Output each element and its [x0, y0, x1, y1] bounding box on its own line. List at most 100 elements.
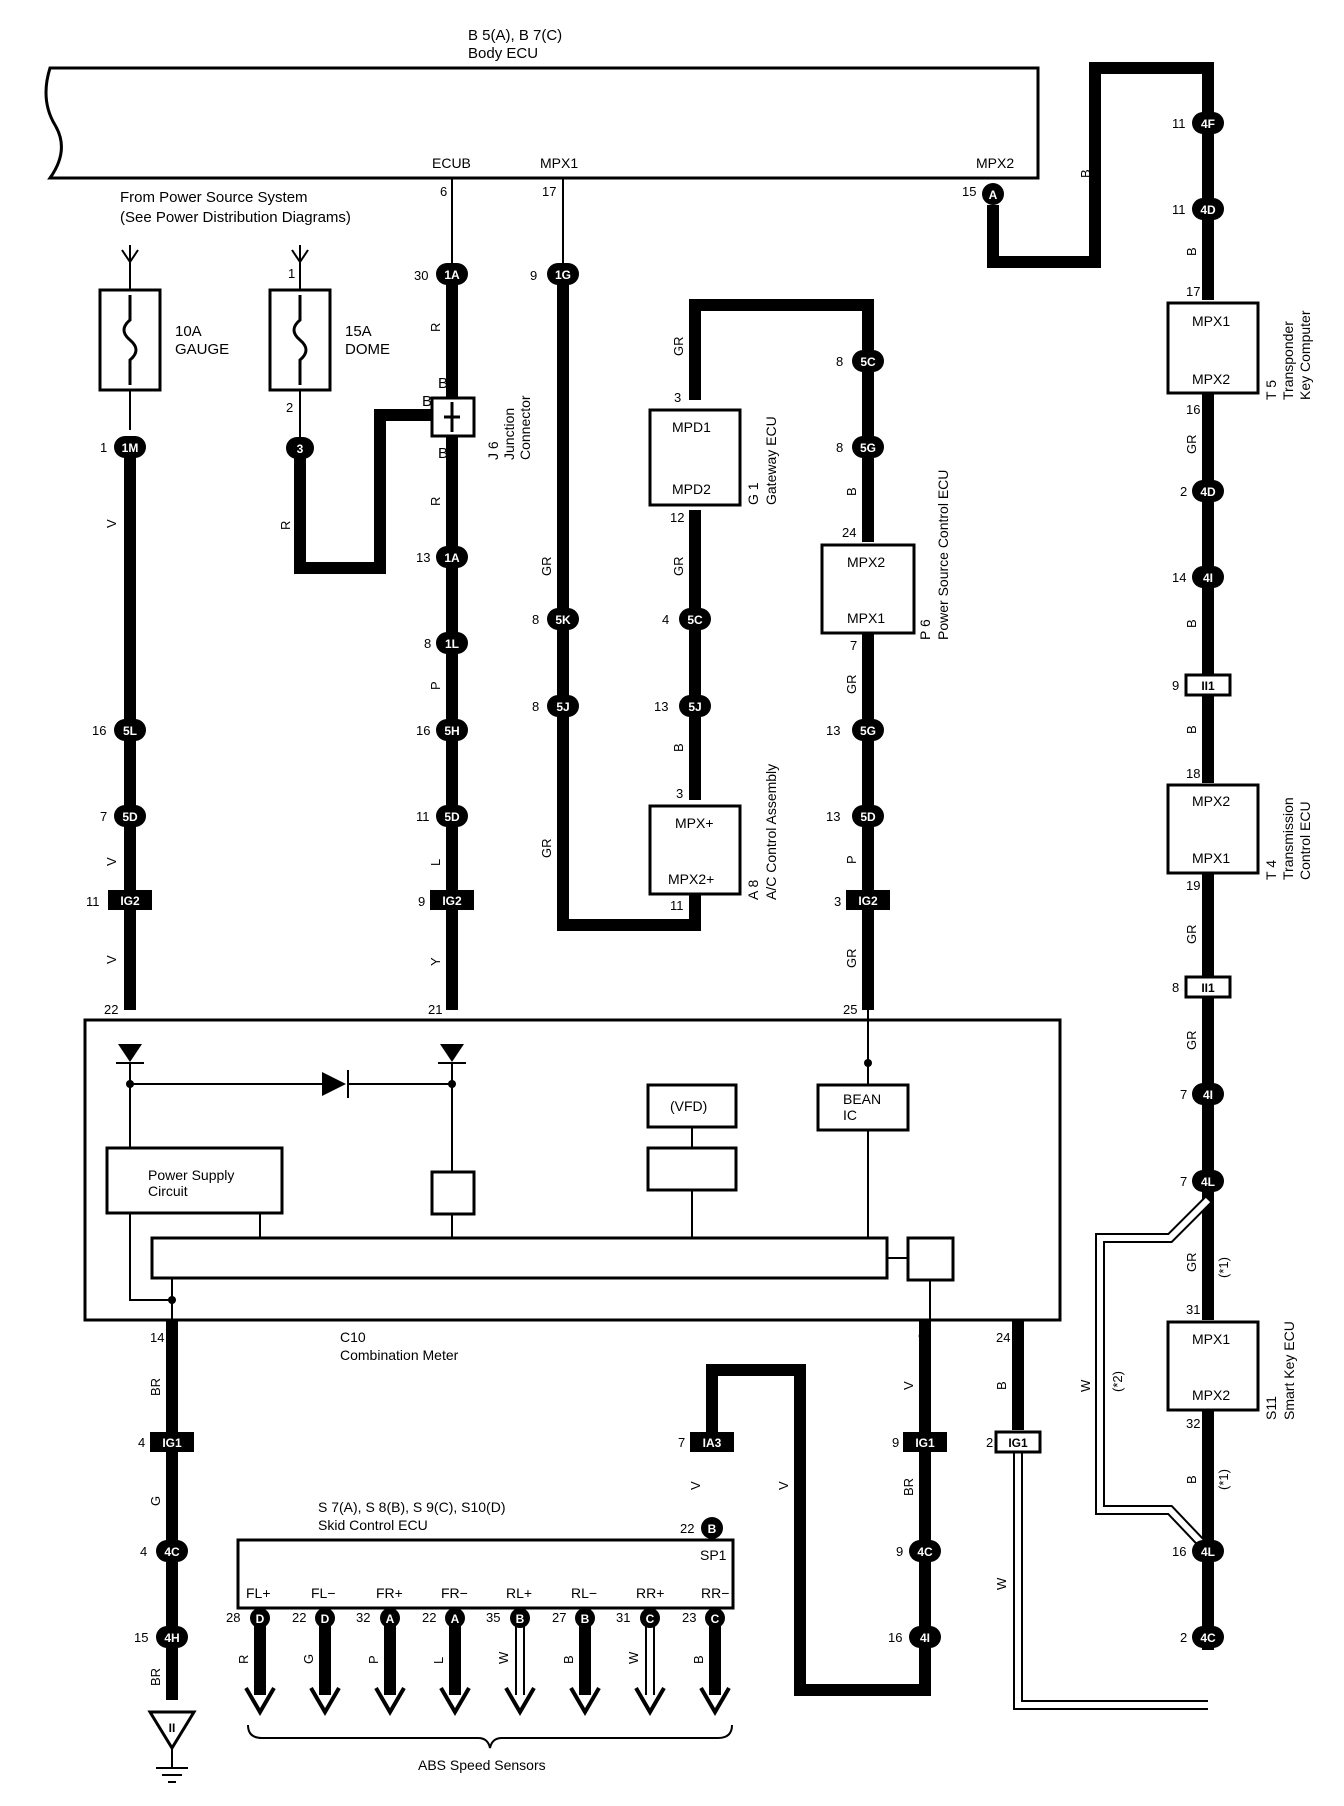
power-source-line1: From Power Source System [120, 189, 308, 206]
wire-color: B [1184, 247, 1199, 256]
pin-label: 16 [92, 723, 106, 738]
pin-label: 1 [288, 266, 295, 281]
conn-c: C [640, 1608, 660, 1628]
conn-5d: 5D [114, 805, 146, 827]
conn-b: B [510, 1608, 530, 1628]
pin-label: 9 [892, 1435, 899, 1450]
wire-color: P [844, 855, 859, 864]
pin-ecub-label: ECUB [432, 155, 471, 171]
conn-5c: 5C [852, 350, 884, 372]
conn-label: IG1 [915, 1436, 935, 1450]
conn-5j: 5J [679, 695, 711, 717]
wire-color: GR [1184, 925, 1199, 945]
ground-symbol [147, 1710, 197, 1783]
conn-label: IG1 [162, 1436, 182, 1450]
pin-label: 31 [616, 1610, 630, 1625]
transponder-key-computer: MPX1 MPX2 T 5 Transponder Key Computer [1166, 301, 1313, 400]
pin-label: 11 [86, 894, 100, 909]
skid-term: FR+ [376, 1585, 403, 1601]
pin-label: 17 [542, 184, 556, 199]
pin-label: 9 [1172, 678, 1179, 693]
conn-b: B [575, 1608, 595, 1628]
conn-label: A [386, 1612, 395, 1626]
conn-4c: 4C [909, 1540, 941, 1562]
transmission-name2: Control ECU [1297, 801, 1313, 880]
pin-label: 14 [1172, 570, 1186, 585]
wire-color: B [422, 393, 432, 410]
conn-4h: 4H [156, 1626, 188, 1648]
skid-term: RL+ [506, 1585, 532, 1601]
conn-label: 1L [445, 637, 459, 651]
conn-label: 5C [687, 613, 703, 627]
conn-5l: 5L [114, 719, 146, 741]
pin-label: 4 [138, 1435, 145, 1450]
conn-5d: 5D [852, 805, 884, 827]
skid-term: FL− [311, 1585, 336, 1601]
conn-d: D [315, 1608, 335, 1628]
conn-label: 4F [1201, 117, 1215, 131]
pin-label: 2 [1180, 484, 1187, 499]
wire-color: V [776, 1481, 791, 1490]
transponder-name2: Key Computer [1297, 310, 1313, 400]
conn-label: 1M [122, 441, 139, 455]
note-1: (*1) [1216, 1469, 1231, 1490]
conn-label: C [711, 1612, 720, 1626]
wire-color: B [844, 487, 859, 496]
body-ecu: B 5(A), B 7(C) Body ECU ECUB MPX1 MPX2 [44, 27, 1040, 180]
junction-name2: Connector [517, 395, 533, 460]
wire-color: B [994, 1381, 1009, 1390]
conn-4i: 4I [909, 1626, 941, 1648]
pin-label: 9 [918, 1330, 925, 1345]
smart-key-ecu: MPX1 MPX2 S11 Smart Key ECU [1166, 1320, 1297, 1420]
wire-color: GR [844, 675, 859, 695]
power-source-line2: (See Power Distribution Diagrams) [120, 209, 351, 226]
pin-label: 17 [1186, 284, 1200, 299]
ac-pin-b: MPX2+ [668, 871, 714, 887]
pin-label: 27 [552, 1610, 566, 1625]
pin-numbers: 6 17 15 30 9 1 13 8 16 16 7 11 11 9 22 2… [86, 116, 1200, 1645]
pin-label: 2 [286, 400, 293, 415]
conn-5j: 5J [547, 695, 579, 717]
conn-label: B [516, 1612, 525, 1626]
power-source-ecu-pin-a: MPX2 [847, 554, 885, 570]
fuse-gauge-name: GAUGE [175, 341, 229, 358]
skid-term: RL− [571, 1585, 597, 1601]
junction-id: J 6 [485, 441, 501, 460]
wire-color: B [1184, 1475, 1199, 1484]
transmission-pin-b: MPX1 [1192, 850, 1230, 866]
pin-label: 32 [356, 1610, 370, 1625]
ac-id: A 8 [745, 880, 761, 900]
conn-4d: 4D [1192, 198, 1224, 220]
pin-mpx2-label: MPX2 [976, 155, 1014, 171]
skid-term: RR+ [636, 1585, 664, 1601]
conn-label: C [646, 1612, 655, 1626]
conn-a: A [982, 183, 1004, 205]
wire-color: B [1184, 619, 1199, 628]
pin-label: 15 [962, 184, 976, 199]
transponder-pin-b: MPX2 [1192, 371, 1230, 387]
pin-label: 35 [486, 1610, 500, 1625]
pin-label: 3 [674, 390, 681, 405]
wire-color: GR [1184, 435, 1199, 455]
conn-a: A [445, 1608, 465, 1628]
skid-term: FL+ [246, 1585, 271, 1601]
pin-label: 24 [842, 525, 856, 540]
conn-label: 1G [555, 268, 571, 282]
conn-ig2: IG2 [108, 890, 152, 910]
combination-meter-name: Combination Meter [340, 1347, 459, 1363]
wire-color: L [428, 859, 443, 866]
conn-ig2: IG2 [846, 890, 890, 910]
pin-label: 7 [1180, 1174, 1187, 1189]
wire-color: B [1184, 725, 1199, 734]
wire-color: B [1078, 169, 1093, 178]
bean-line2: IC [843, 1107, 857, 1123]
pin-label: 16 [1186, 402, 1200, 417]
gateway-ecu: MPD1 MPD2 G 1 Gateway ECU [648, 408, 779, 507]
conn-4f: 4F [1192, 112, 1224, 134]
power-source-ecu-id: P 6 [917, 619, 933, 640]
combination-meter: Power Supply Circuit (VFD) BEAN IC C10 C… [83, 1010, 1062, 1363]
pin-label: 13 [416, 550, 430, 565]
conn-label: 5J [556, 700, 569, 714]
pin-label: 4 [140, 1544, 147, 1559]
